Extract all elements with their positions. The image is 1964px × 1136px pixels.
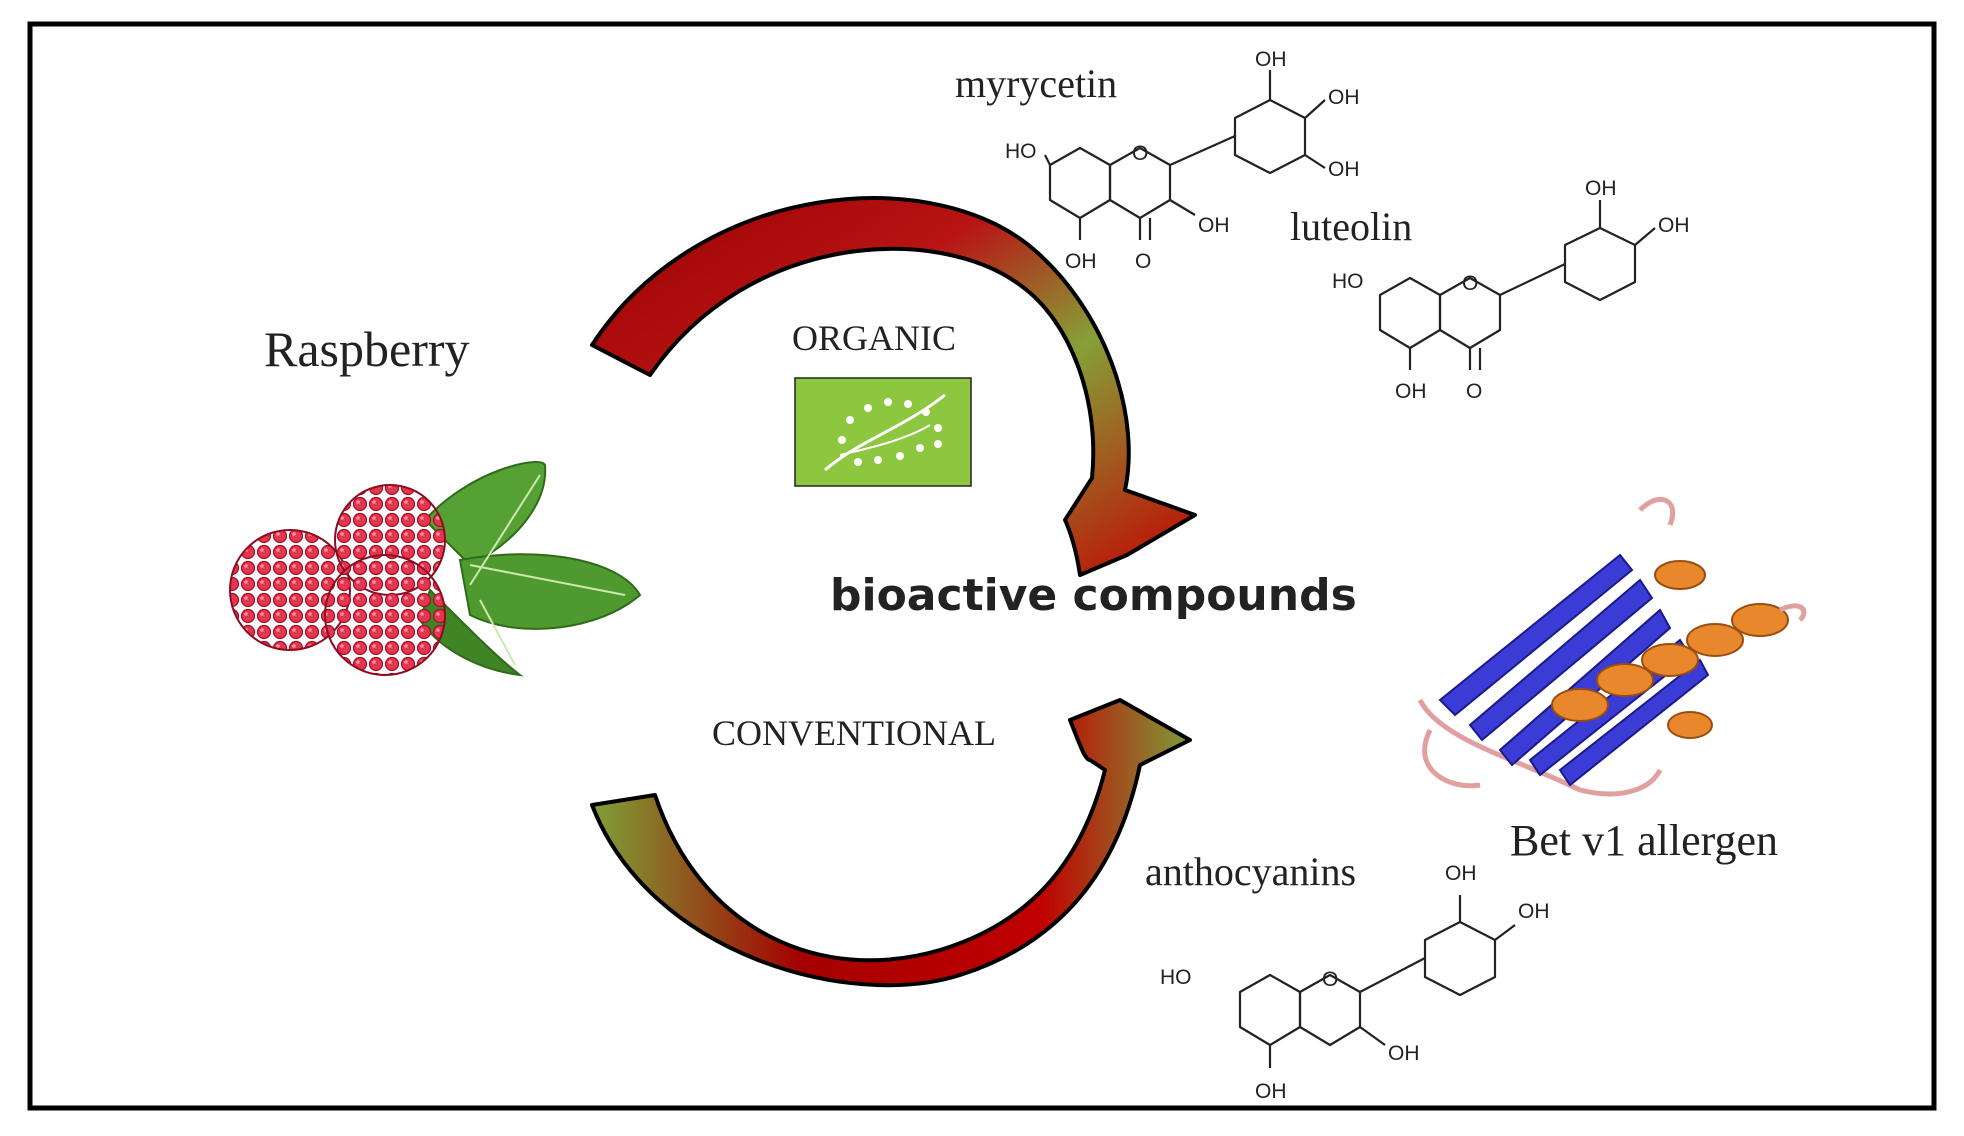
anthocyanins-atom-oh-3p: OH bbox=[1445, 862, 1477, 885]
myricetin-label: myrycetin bbox=[955, 61, 1117, 106]
luteolin-atom-oh-4p: OH bbox=[1658, 214, 1690, 237]
luteolin-label: luteolin bbox=[1290, 204, 1412, 249]
myricetin-structure: HO O OH O OH OH OH OH bbox=[1005, 48, 1360, 273]
anthocyanins-atom-o-ring: O bbox=[1322, 968, 1338, 991]
eu-organic-leaf-icon bbox=[794, 377, 972, 487]
allergen-label: Bet v1 allergen bbox=[1510, 816, 1778, 865]
conventional-arrow bbox=[590, 698, 1192, 988]
conventional-label: CONVENTIONAL bbox=[712, 713, 996, 753]
luteolin-structure: HO O OH O OH OH bbox=[1332, 177, 1690, 403]
anthocyanins-atom-oh-3: OH bbox=[1388, 1042, 1420, 1065]
anthocyanins-label: anthocyanins bbox=[1145, 849, 1356, 894]
organic-arrow bbox=[590, 196, 1197, 577]
luteolin-atom-oh-3p: OH bbox=[1585, 177, 1617, 200]
myricetin-atom-oh-3: OH bbox=[1198, 214, 1230, 237]
raspberry-image bbox=[229, 461, 642, 677]
myricetin-atom-oh-3p: OH bbox=[1255, 48, 1287, 71]
luteolin-atom-o-4: O bbox=[1466, 380, 1482, 403]
anthocyanins-atom-ho-7: HO bbox=[1160, 966, 1192, 989]
anthocyanins-atom-oh-4p: OH bbox=[1518, 900, 1550, 923]
myricetin-atom-oh-5: OH bbox=[1065, 250, 1097, 273]
myricetin-atom-o-4: O bbox=[1135, 250, 1151, 273]
luteolin-atom-oh-5: OH bbox=[1395, 380, 1427, 403]
myricetin-atom-o-ring: O bbox=[1132, 142, 1148, 165]
myricetin-atom-ho-1: HO bbox=[1005, 140, 1037, 163]
luteolin-atom-ho-7: HO bbox=[1332, 270, 1364, 293]
center-label: bioactive compounds bbox=[830, 570, 1357, 621]
myricetin-atom-oh-5p: OH bbox=[1328, 158, 1360, 181]
bet-v1-protein-image bbox=[1417, 496, 1807, 797]
anthocyanins-structure: HO O OH OH OH OH bbox=[1160, 862, 1550, 1103]
organic-label: ORGANIC bbox=[792, 318, 956, 358]
raspberry-label: Raspberry bbox=[264, 321, 470, 377]
anthocyanins-atom-oh-5: OH bbox=[1255, 1080, 1287, 1103]
luteolin-atom-o-ring: O bbox=[1462, 272, 1478, 295]
myricetin-atom-oh-4p: OH bbox=[1328, 86, 1360, 109]
